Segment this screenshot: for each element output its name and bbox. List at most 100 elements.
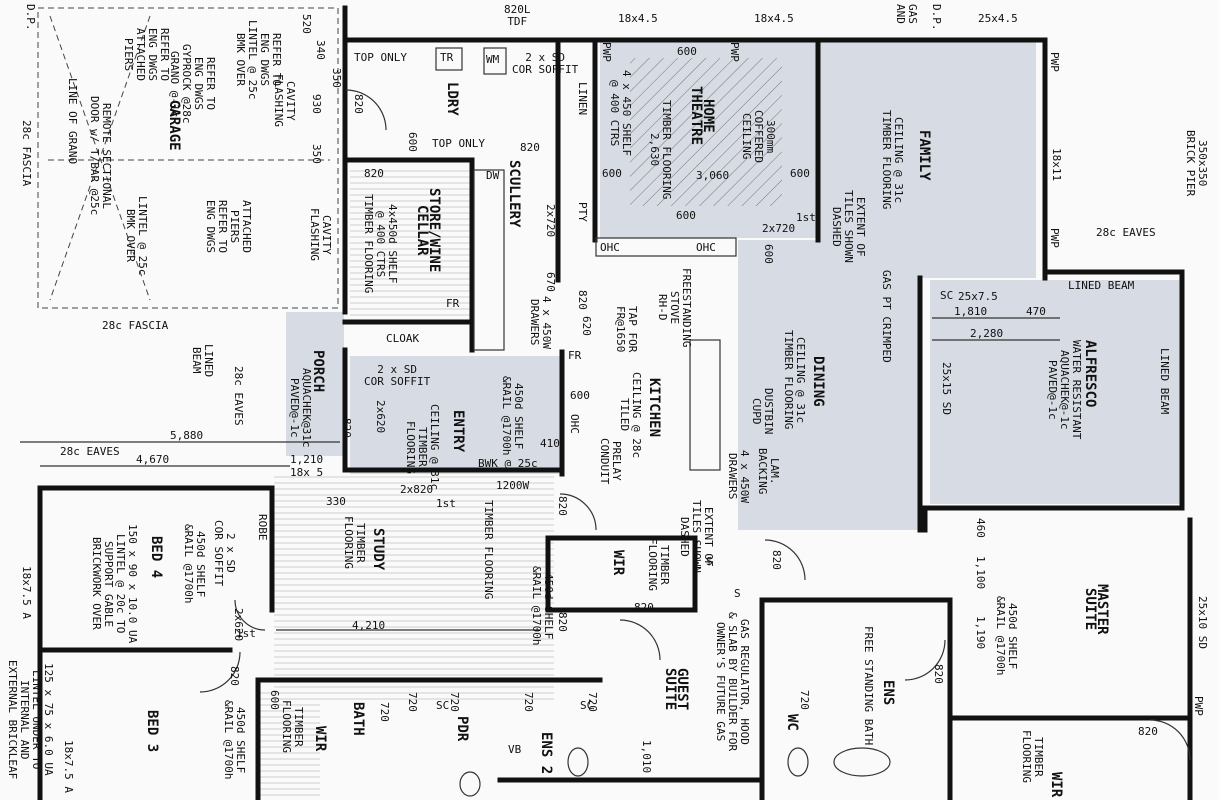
wc-toilet [787, 747, 809, 777]
dim-18x75-b: 18x7.5 A [62, 740, 75, 793]
entry-shade [350, 356, 562, 474]
dim-820-l: 820 [340, 418, 353, 438]
room-laundry: LDRY [444, 82, 460, 116]
room-bed4: BED 4 [148, 536, 164, 579]
dim-18x5: 18x 5 [290, 466, 324, 479]
note-wir-master-floor: TIMBER FLOORING [1020, 730, 1045, 783]
note-pwp-2: PWP [728, 42, 741, 62]
note-entry-shelf: 450d SHELF &RAIL @1700h [500, 376, 525, 456]
note-fascia-bottom: 28c FASCIA [102, 319, 169, 332]
dim-2720-b: 2x720 [762, 222, 796, 235]
note-cor-soffit-2: 2 x SD COR SOFFIT [364, 363, 431, 388]
room-wir-guest: WIR [610, 550, 626, 576]
corridor-floor [274, 474, 554, 704]
room-cloak: CLOAK [386, 332, 420, 345]
bed4-door [234, 599, 266, 631]
dim-340: 340 [314, 40, 327, 60]
note-family-ceiling: CEILING @ 31c TIMBER FLOORING [880, 110, 905, 210]
dim-25x15: 25x15 SD [940, 362, 953, 415]
note-s1: S [706, 555, 713, 568]
family-shade [818, 42, 1036, 278]
note-dp-1: D.P. [24, 4, 37, 31]
note-1st-2: 1st [436, 497, 456, 510]
note-cor-soffit-3: 2 x SD COR SOFFIT [212, 520, 237, 587]
dim-2720-a: 2x720 [544, 204, 557, 238]
note-ohc-1: OHC [600, 241, 620, 254]
dim-350b: 350 [310, 144, 323, 164]
dim-25x10: 25x10 SD [1196, 596, 1209, 649]
note-1st-1: 1st [796, 211, 816, 224]
washing-machine [483, 47, 507, 75]
laundry-trough [435, 47, 463, 71]
dim-820-d: 820 [576, 290, 589, 310]
pdr-toilet [459, 771, 481, 797]
dim-1100: 1,100 [974, 556, 987, 590]
dim-620: 620 [580, 316, 593, 336]
dim-820-c: 820 [364, 167, 384, 180]
note-pwp-1: PWP [600, 42, 613, 62]
room-alfresco: ALFRESCO [1082, 340, 1098, 408]
dim-600-h: 600 [268, 690, 281, 710]
room-home-theatre: HOME THEATRE [688, 86, 716, 146]
dim-410: 410 [540, 437, 560, 450]
note-bwk: BWK @ 25c [478, 457, 538, 470]
note-porch-paved: AQUACHEK@31c PAVED@-1c [288, 368, 313, 448]
note-drawers-4x: 4 x 450W DRAWERS [726, 450, 751, 503]
note-fr2: FR [568, 349, 582, 362]
free-standing-bath [833, 747, 891, 777]
note-gas-pt: GAS PT CRIMPED [880, 270, 893, 363]
note-theatre-floor: TIMBER FLOORING 2,630 [648, 100, 673, 200]
note-dustbin: DUSTBIN CUPD [750, 388, 775, 435]
alfresco-wall [922, 269, 1185, 533]
dim-720-a: 720 [378, 702, 391, 722]
guest-wir-walls [545, 535, 698, 613]
note-eaves-left: 28c EAVES [60, 445, 120, 458]
note-fr: FR [446, 297, 460, 310]
room-ens2: ENS 2 [538, 732, 554, 775]
note-sc2: SC [436, 699, 450, 712]
dim-3060: 3,060 [696, 169, 730, 182]
note-wir-shelf: 450d SHELF &RAIL @1700h [530, 566, 555, 646]
room-pdr: PDR [454, 716, 470, 742]
room-store-wine: STORE/WINE CELLAR [414, 188, 442, 273]
dim-460: 460 [974, 518, 987, 538]
note-pwp-3: PWP [1048, 52, 1061, 72]
note-ohc-3: OHC [568, 414, 581, 434]
room-scullery: SCULLERY [506, 160, 522, 228]
note-garage-piers: REFER TO ENG DWGS ATTACHED PIERS [122, 28, 171, 81]
dim-330: 330 [326, 495, 346, 508]
note-lam-backing: LAM. BACKING [756, 448, 781, 495]
note-lined-beam-left: LINED BEAM [190, 344, 215, 378]
note-extent-tiles-2: EXTENT OF TILES SHOWN DASHED [678, 500, 715, 573]
note-dp-2: D.P. [930, 4, 943, 31]
dim-820-k: 820 [228, 666, 241, 686]
bed3-wir-floor [258, 690, 320, 800]
dim-1010: 1,010 [640, 740, 653, 774]
note-kitchen-ceiling: CEILING @ 28c TILED [618, 372, 643, 459]
ens-door [904, 639, 946, 681]
dim-470: 470 [1026, 305, 1046, 318]
dim-720-d: 720 [586, 692, 599, 712]
note-free-standing-bath: FREE STANDING BATH [862, 626, 875, 746]
dim-2x620: 2x620 [232, 608, 245, 642]
study-door [559, 493, 597, 531]
note-garage-lintel2: LINTEL @ 25c BMK OVER [124, 196, 149, 276]
note-s2: S [734, 587, 741, 600]
note-entry-ceiling: CEILING @ 31c TIMBER FLOORING [404, 404, 441, 491]
note-1st-3: 1st [236, 627, 256, 640]
room-wc: WC [784, 714, 800, 731]
dim-820-i: 820 [932, 664, 945, 684]
note-vb: VB [508, 743, 522, 756]
note-eaves-porch: 28c EAVES [232, 366, 245, 426]
dim-820-e: 820 [556, 496, 569, 516]
note-bed4-shelf: 450d SHELF &RAIL @1700h [182, 524, 207, 604]
laundry-door [345, 89, 387, 131]
room-robe: ROBE [256, 514, 269, 541]
ens-walls [759, 597, 953, 800]
note-alfresco-paved: WATER RESISTANT AQUACHEK@-1c PAVED@-1c [1046, 340, 1083, 440]
ens2-toilet [567, 747, 589, 777]
dim-820-g: 820 [634, 601, 654, 614]
note-cavity-flashing-1: CAVITY FLASHING [272, 74, 297, 127]
note-bed3-timber: TIMBER FLOORING [280, 700, 305, 753]
dim-600-c: 600 [790, 167, 810, 180]
